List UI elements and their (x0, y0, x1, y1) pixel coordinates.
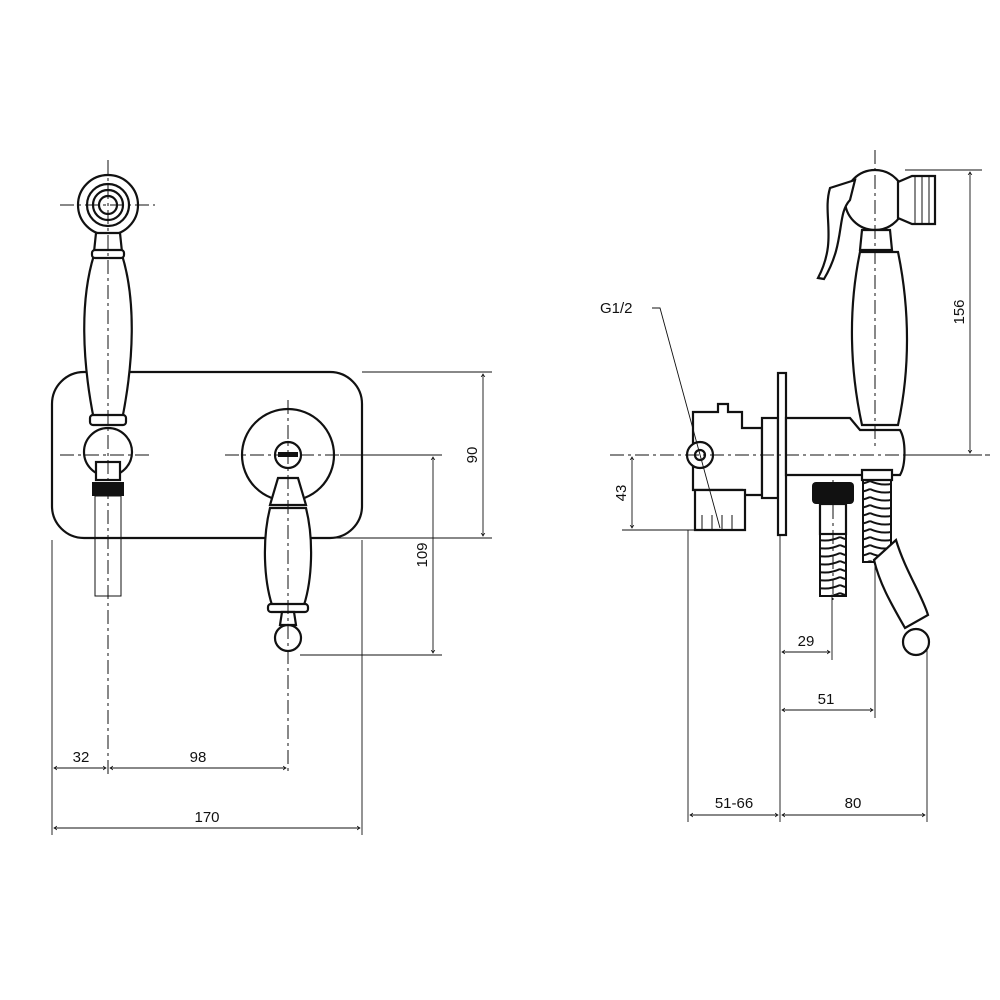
thread-label: G1/2 (600, 300, 633, 317)
side-view: G1/2 156 43 29 51 51-66 80 (600, 150, 990, 822)
dim-80: 80 (845, 795, 862, 812)
dim-32: 32 (73, 749, 90, 766)
dim-109: 109 (414, 542, 431, 567)
dim-29: 29 (798, 633, 815, 650)
dim-43: 43 (613, 485, 630, 502)
dim-170: 170 (194, 809, 219, 826)
dim-51: 51 (818, 691, 835, 708)
dim-90: 90 (464, 447, 481, 464)
side-hand-shower (816, 168, 937, 427)
dim-156: 156 (951, 299, 968, 324)
dim-98: 98 (190, 749, 207, 766)
valve-body (685, 402, 780, 532)
dim-51-66: 51-66 (715, 795, 753, 812)
front-view: 32 98 170 90 109 (50, 160, 492, 835)
connector-body (784, 416, 906, 477)
side-wall-plate (776, 371, 788, 537)
